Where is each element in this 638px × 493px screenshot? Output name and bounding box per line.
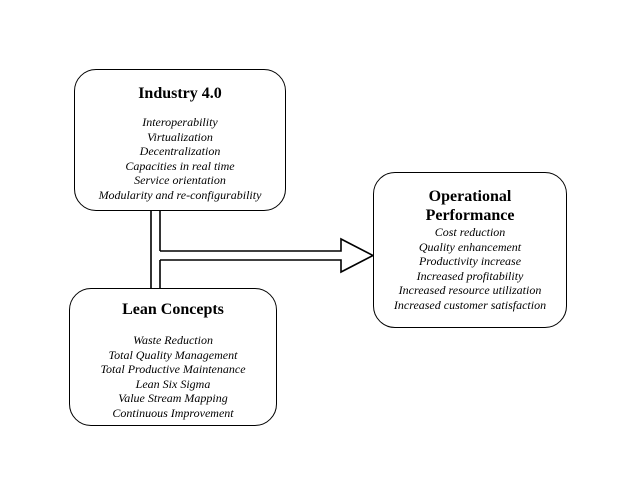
- operational-title: Operational Performance: [374, 187, 566, 225]
- lean-title: Lean Concepts: [122, 301, 224, 318]
- list-item: Total Quality Management: [108, 347, 238, 362]
- industry-item-list: Interoperability Virtualization Decentra…: [75, 115, 285, 203]
- list-item: Productivity increase: [418, 254, 522, 269]
- list-item: Increased profitability: [416, 268, 524, 283]
- list-item: Quality enhancement: [418, 239, 522, 254]
- list-item: Interoperability: [142, 115, 218, 129]
- list-item: Cost reduction: [434, 225, 506, 239]
- list-item: Waste Reduction: [133, 333, 213, 347]
- list-item: Increased resource utilization: [398, 283, 542, 298]
- operational-performance-box: Operational Performance Cost reduction Q…: [373, 172, 567, 328]
- lean-item-list: Waste Reduction Total Quality Management…: [70, 333, 276, 421]
- lean-concepts-box: Lean Concepts Waste Reduction Total Qual…: [69, 288, 277, 426]
- industry-title: Industry 4.0: [138, 85, 222, 102]
- list-item: Modularity and re-configurability: [98, 187, 262, 202]
- list-item: Capacities in real time: [125, 158, 235, 173]
- list-item: Service orientation: [134, 173, 226, 188]
- operational-title-line2: Performance: [425, 207, 515, 224]
- operational-title-line1: Operational: [428, 188, 512, 205]
- list-item: Value Stream Mapping: [118, 391, 228, 406]
- list-item: Total Productive Maintenance: [100, 362, 246, 377]
- list-item: Virtualization: [147, 129, 213, 144]
- arrow-outline: [150, 211, 375, 288]
- industry-4-0-box: Industry 4.0 Interoperability Virtualiza…: [74, 69, 286, 211]
- list-item: Continuous Improvement: [112, 405, 234, 420]
- operational-item-list: Cost reduction Quality enhancement Produ…: [374, 225, 566, 313]
- list-item: Decentralization: [139, 144, 221, 159]
- list-item: Lean Six Sigma: [135, 376, 211, 391]
- list-item: Increased customer satisfaction: [393, 297, 547, 312]
